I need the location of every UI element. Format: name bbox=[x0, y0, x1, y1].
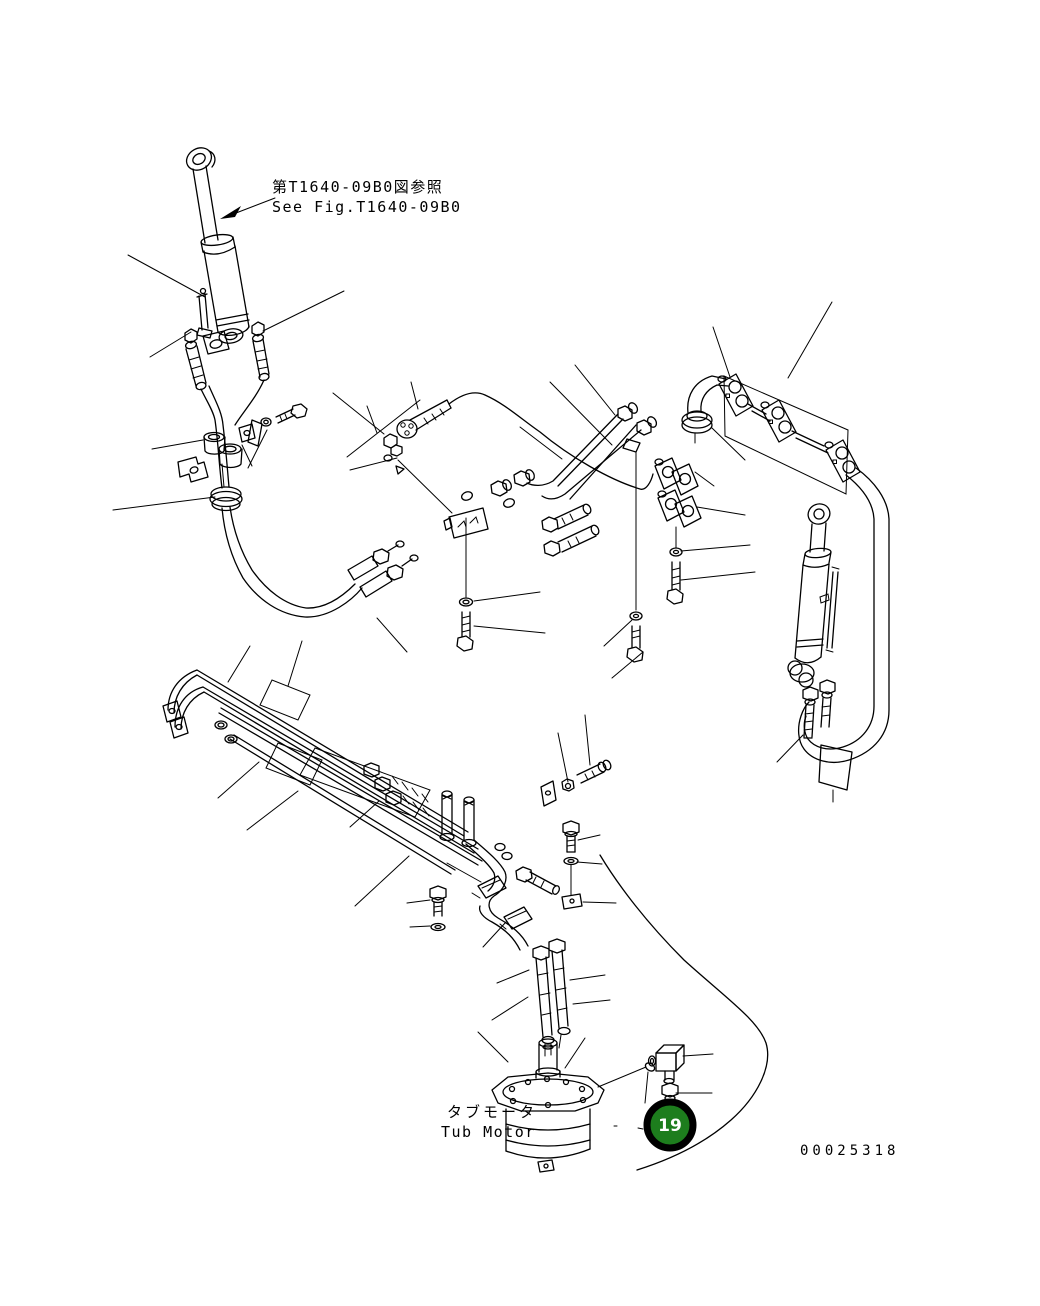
mid-left-cluster bbox=[177, 379, 419, 618]
callout-fitting bbox=[613, 1044, 685, 1130]
reference-leader-line bbox=[235, 197, 276, 214]
tub-motor bbox=[491, 1038, 605, 1173]
drawing-number: 00025318 bbox=[800, 1143, 899, 1159]
part-callout-circle[interactable] bbox=[643, 1098, 697, 1152]
lower-right-hose-curve bbox=[599, 854, 769, 1171]
part-callout-19[interactable]: 19 bbox=[643, 1098, 697, 1152]
motor-label: タブモータ Tub Motor bbox=[441, 1103, 537, 1141]
reference-note-ja: 第T1640-09B0図参照 bbox=[272, 178, 443, 196]
reference-note-en: See Fig.T1640-09B0 bbox=[272, 198, 462, 216]
center-fittings bbox=[383, 392, 658, 663]
assembly-small-parts bbox=[429, 759, 612, 932]
leader-lines bbox=[112, 254, 833, 1104]
hose-clamp-cluster bbox=[654, 457, 702, 605]
left-cylinder bbox=[185, 147, 250, 355]
reference-note: 第T1640-09B0図参照 See Fig.T1640-09B0 bbox=[220, 178, 462, 219]
upper-right-clamp-assembly bbox=[681, 373, 861, 495]
right-hose-loop bbox=[797, 467, 890, 764]
reference-arrow-icon bbox=[220, 206, 241, 219]
hose-to-motor bbox=[465, 839, 571, 1057]
lower-tube-assembly bbox=[162, 669, 513, 875]
left-cylinder-hoses bbox=[184, 321, 270, 391]
right-cylinder bbox=[787, 503, 853, 803]
motor-label-ja: タブモータ bbox=[447, 1103, 537, 1121]
part-callout-number[interactable]: 19 bbox=[658, 1116, 682, 1136]
motor-label-en: Tub Motor bbox=[441, 1123, 536, 1141]
